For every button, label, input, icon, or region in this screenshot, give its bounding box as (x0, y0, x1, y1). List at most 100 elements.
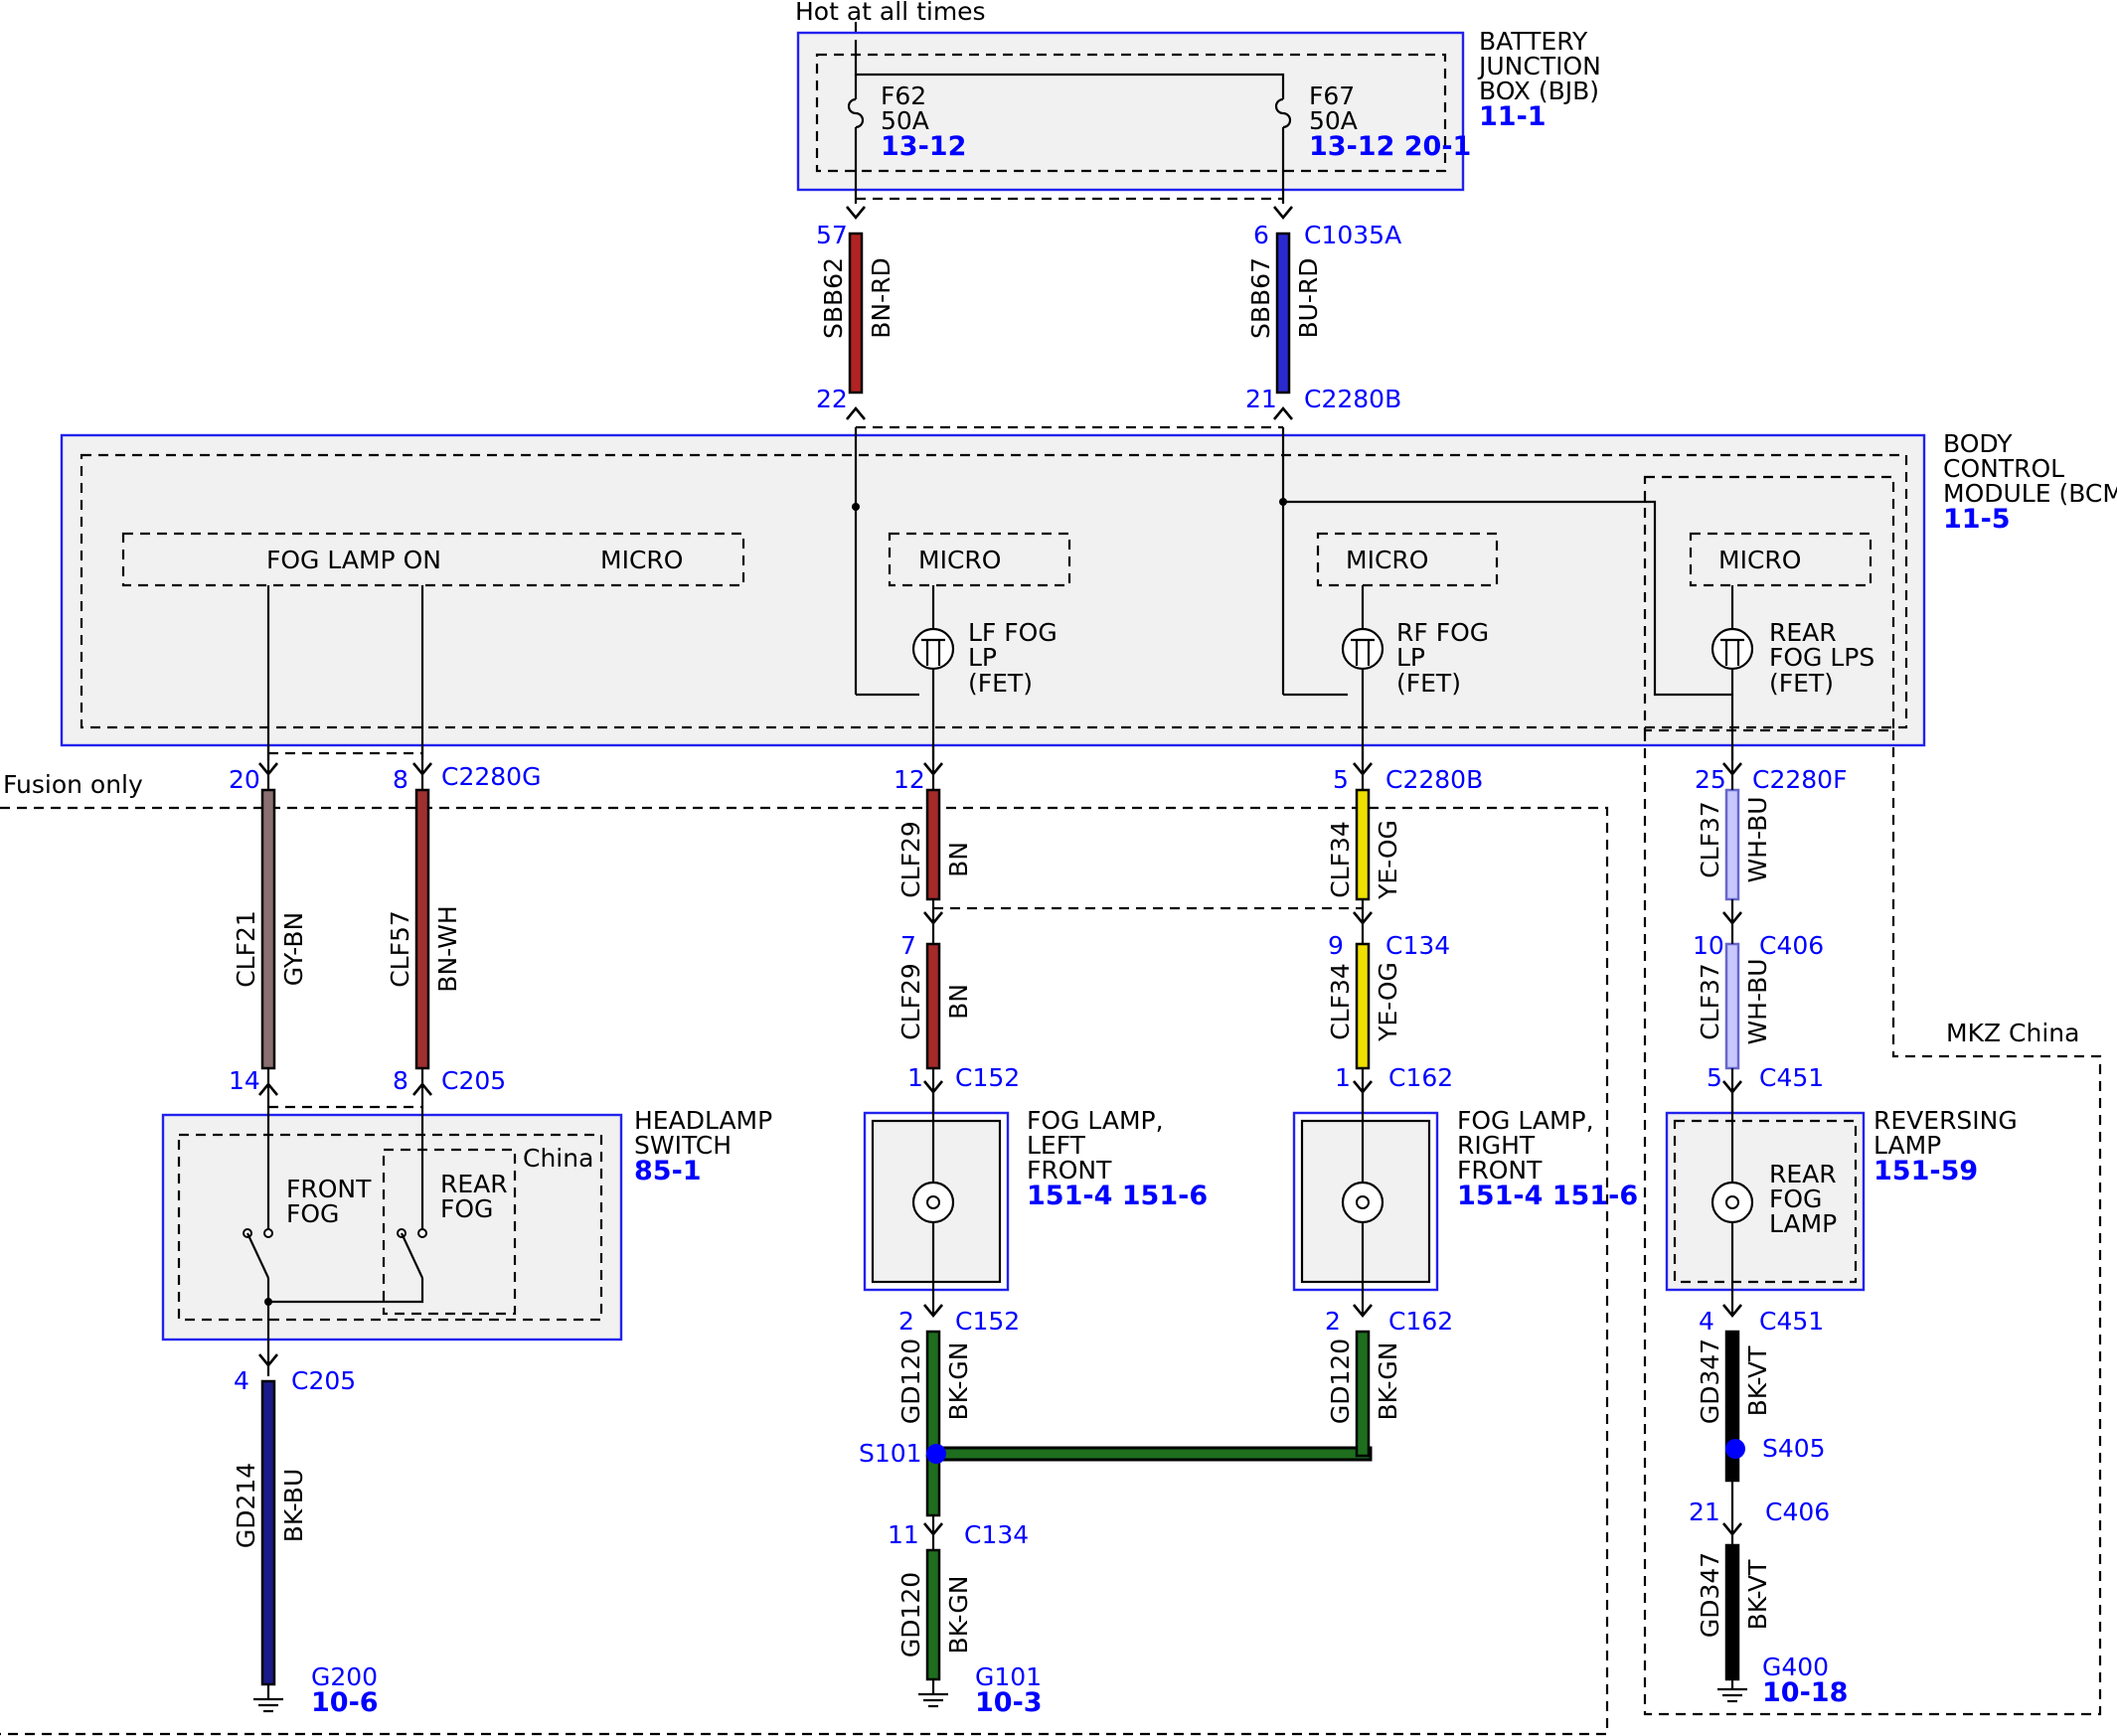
connector-c2280b-top[interactable]: C2280B (1304, 385, 1401, 413)
connector-c205-top[interactable]: C205 (441, 1066, 506, 1095)
rear-fet-label-1: REAR (1769, 618, 1837, 647)
bjb-title-3: BOX (BJB) (1479, 77, 1599, 105)
fog-right-title-3: FRONT (1457, 1156, 1543, 1184)
rf-fog-fet-icon (1341, 627, 1384, 671)
front-fog-label-2: FOG (286, 1199, 339, 1228)
wire-gd120c-color: BK-GN (944, 1576, 973, 1655)
connector-c152-bottom[interactable]: C152 (955, 1307, 1020, 1336)
wire-sbb67-circuit: SBB67 (1246, 257, 1275, 339)
wire-gd347b-circuit: GD347 (1696, 1552, 1724, 1638)
connector-c451-top[interactable]: C451 (1759, 1063, 1824, 1092)
ground-g200-name: G200 (311, 1662, 378, 1691)
fog-left-title-2: LEFT (1027, 1131, 1086, 1160)
connector-c2280b-mid[interactable]: C2280B (1385, 765, 1483, 794)
wire-clf57-color: BN-WH (433, 905, 462, 992)
fog-lamp-on-label: FOG LAMP ON (266, 546, 441, 574)
wire-clf37b-circuit: CLF37 (1696, 963, 1724, 1040)
connector-c162-top[interactable]: C162 (1388, 1063, 1453, 1092)
wire-gd120-bottom: GD120 BK-GN (896, 1454, 973, 1681)
headlamp-switch-ref[interactable]: 85-1 (634, 1156, 702, 1186)
pin-14: 14 (229, 1066, 260, 1095)
reversing-ref[interactable]: 151-59 (1873, 1156, 1978, 1186)
fuse-f62-ref[interactable]: 13-12 (881, 131, 966, 162)
connector-c2280g[interactable]: C2280G (441, 762, 541, 791)
rf-fet-label-2: LP (1396, 643, 1425, 672)
wire-clf34a-color: YE-OG (1374, 820, 1402, 900)
fuse-f62-name: F62 (881, 81, 926, 110)
pin-6: 6 (1253, 221, 1269, 249)
wire-clf29-upper: CLF29 BN (896, 788, 973, 901)
rear-fog-lamp-label-3: LAMP (1769, 1209, 1837, 1238)
wire-clf34-lower: CLF34 YE-OG (1326, 942, 1402, 1070)
fog-right-ref[interactable]: 151-4 151-6 (1457, 1181, 1638, 1211)
rf-fet-label-1: RF FOG (1396, 618, 1489, 647)
wire-gd347-lower: GD347 BK-VT (1696, 1543, 1772, 1681)
wire-clf21: CLF21 GY-BN (232, 788, 308, 1070)
connector-c205-bottom[interactable]: C205 (291, 1366, 356, 1395)
pin-5: 5 (1333, 765, 1349, 794)
bjb-ref[interactable]: 11-1 (1479, 101, 1547, 132)
fog-right-title-2: RIGHT (1457, 1131, 1536, 1160)
pin-2-right: 2 (1325, 1307, 1341, 1336)
connector-c134-top[interactable]: C134 (1385, 931, 1450, 960)
bulb-icon-rear (1710, 1181, 1754, 1224)
fog-right-title-1: FOG LAMP, (1457, 1106, 1594, 1135)
wire-clf29b-circuit: CLF29 (896, 963, 925, 1040)
ground-g101-ref[interactable]: 10-3 (975, 1687, 1043, 1718)
wire-clf57-circuit: CLF57 (386, 910, 414, 988)
ground-g200-ref[interactable]: 10-6 (311, 1687, 379, 1718)
connector-c451-bottom[interactable]: C451 (1759, 1307, 1824, 1336)
fuse-f67-ref[interactable]: 13-12 20-1 (1309, 131, 1471, 162)
wire-clf21-color: GY-BN (279, 912, 308, 986)
wire-gd120a-circuit: GD120 (896, 1339, 925, 1424)
micro-label-1: MICRO (600, 546, 683, 574)
rear-fet-label-3: (FET) (1769, 669, 1834, 698)
rear-fog-fet-icon (1710, 627, 1754, 671)
body-control-module: FOG LAMP ON MICRO MICRO MICRO MICRO (60, 427, 2117, 760)
fog-lamp-left-front: FOG LAMP, LEFT FRONT 151-4 151-6 (863, 1091, 1208, 1314)
headlamp-switch-title-1: HEADLAMP (634, 1106, 772, 1135)
connector-c162-bottom[interactable]: C162 (1388, 1307, 1453, 1336)
pin-4-gd214: 4 (234, 1366, 249, 1395)
connector-c152-top[interactable]: C152 (955, 1063, 1020, 1092)
lf-fog-fet-icon (911, 627, 955, 671)
fuse-f62-icon (847, 97, 865, 129)
wire-clf37-lower: CLF37 WH-BU (1696, 942, 1772, 1070)
pin-7: 7 (900, 931, 916, 960)
lf-fet-label-1: LF FOG (968, 618, 1058, 647)
front-fog-switch-icon (243, 1228, 273, 1279)
bulb-icon-right (1341, 1181, 1384, 1224)
bcm-title-3: MODULE (BCM) (1943, 479, 2117, 508)
ground-g400-ref[interactable]: 10-18 (1762, 1677, 1848, 1708)
fuse-f67-name: F67 (1309, 81, 1355, 110)
pin-8-bottom: 8 (393, 1066, 408, 1095)
battery-junction-box: Hot at all times F62 50A 13-12 F67 50A 1… (795, 0, 1601, 204)
mkz-china-label: MKZ China (1946, 1019, 2079, 1047)
splice-s101[interactable] (926, 1444, 946, 1464)
wire-gd347b-color: BK-VT (1743, 1559, 1772, 1631)
fusion-only-region (0, 806, 1609, 1736)
lf-fet-label-2: LP (968, 643, 997, 672)
connector-c1035a[interactable]: C1035A (1304, 221, 1401, 249)
bjb-title-2: JUNCTION (1477, 52, 1601, 80)
connector-c406-bottom[interactable]: C406 (1765, 1498, 1830, 1526)
wire-clf34b-circuit: CLF34 (1326, 963, 1355, 1040)
bcm-ref[interactable]: 11-5 (1943, 504, 2011, 535)
connector-c134-bottom[interactable]: C134 (964, 1520, 1029, 1549)
headlamp-switch: China FRONT FOG REAR FOG HEADLAMP SWITCH… (161, 1106, 772, 1376)
bjb-title-1: BATTERY (1479, 27, 1588, 56)
rear-fog-lamp-label-2: FOG (1769, 1184, 1822, 1213)
wire-gd214: GD214 BK-BU (232, 1379, 308, 1686)
splice-s405[interactable] (1725, 1439, 1745, 1459)
wire-clf34b-color: YE-OG (1374, 962, 1402, 1042)
rear-fet-label-2: FOG LPS (1769, 643, 1874, 672)
fog-left-ref[interactable]: 151-4 151-6 (1027, 1181, 1208, 1211)
wire-clf29a-circuit: CLF29 (896, 821, 925, 898)
connector-c2280f[interactable]: C2280F (1752, 765, 1847, 794)
pin-57: 57 (816, 221, 848, 249)
pin-5-rear: 5 (1707, 1063, 1722, 1092)
connector-c406-top[interactable]: C406 (1759, 931, 1824, 960)
front-fog-label-1: FRONT (286, 1175, 372, 1203)
wire-sbb67-color: BU-RD (1294, 257, 1323, 338)
rear-fog-label-2: FOG (440, 1194, 493, 1223)
